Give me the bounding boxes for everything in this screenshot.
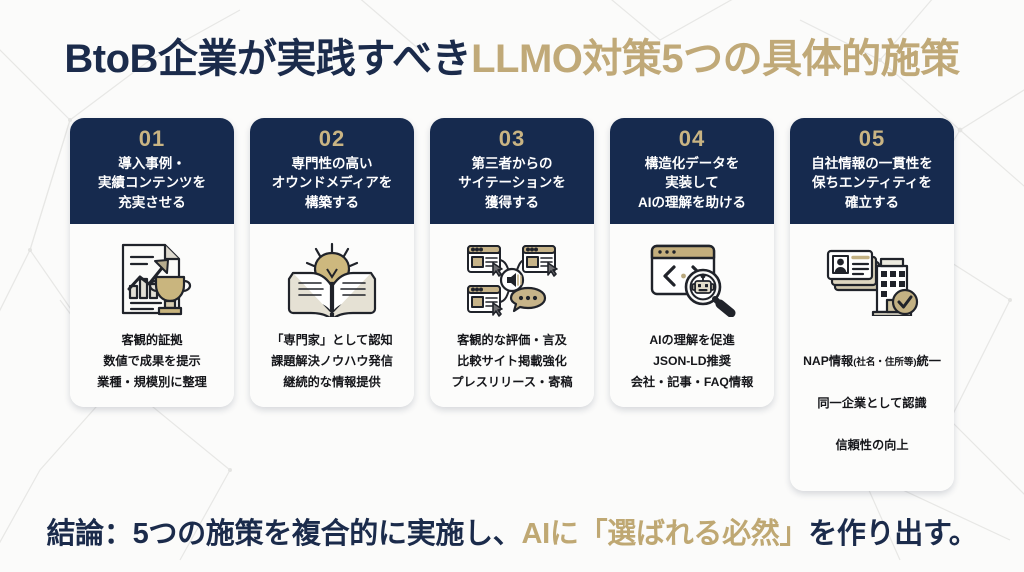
id-cards-building-check-icon <box>825 236 919 322</box>
card-01-body: 客観的証拠 数値で成果を提示 業種・規模別に整理 <box>70 223 234 407</box>
card-05-header: 05 自社情報の一貫性を 保ちエンティティを 確立する <box>790 118 954 224</box>
card-04-header: 04 構造化データを 実装して AIの理解を助ける <box>610 118 774 224</box>
card-row: 01 導入事例・ 実績コンテンツを 充実させる <box>0 118 1024 491</box>
card-05-line-1-note: (社名・住所等) <box>853 356 917 368</box>
card-05-line-1-main: NAP情報 <box>803 353 854 368</box>
card-01-header: 01 導入事例・ 実績コンテンツを 充実させる <box>70 118 234 224</box>
card-01-number: 01 <box>138 126 166 151</box>
card-04-title: 構造化データを 実装して AIの理解を助ける <box>638 156 746 210</box>
card-05-line-1: NAP情報(社名・住所等)統一 <box>803 351 941 372</box>
conclusion-text-part3: を作り出す。 <box>808 518 978 551</box>
card-05[interactable]: 05 自社情報の一貫性を 保ちエンティティを 確立する <box>790 118 954 491</box>
card-05-line-1-tail: 統一 <box>916 353 941 368</box>
card-03[interactable]: 03 第三者からの サイテーションを 獲得する <box>430 118 594 407</box>
card-04-number: 04 <box>678 126 706 151</box>
card-03-number: 03 <box>498 126 526 151</box>
card-05-number: 05 <box>858 126 886 151</box>
card-02-header: 02 専門性の高い オウンドメディアを 構築する <box>250 118 414 224</box>
card-05-line-2: 同一企業として認識 <box>817 395 927 410</box>
card-04[interactable]: 04 構造化データを 実装して AIの理解を助ける <box>610 118 774 407</box>
code-window-robot-magnifier-icon <box>646 236 738 322</box>
conclusion-banner: 結論：5つの施策を複合的に実施し、AIに「選ばれる必然」を作り出す。 <box>0 491 1024 572</box>
card-02-title: 専門性の高い オウンドメディアを 構築する <box>271 156 393 210</box>
card-02[interactable]: 02 専門性の高い オウンドメディアを 構築する <box>250 118 414 407</box>
card-05-line-3: 信頼性の向上 <box>835 437 909 452</box>
card-01-title: 導入事例・ 実績コンテンツを 充実させる <box>98 156 206 210</box>
page-title: BtoB企業が実践すべきLLMO対策5つの具体的施策 <box>0 0 1024 118</box>
card-02-number: 02 <box>318 126 346 151</box>
card-02-body: 「専門家」として認知 課題解決ノウハウ発信 継続的な情報提供 <box>250 223 414 407</box>
card-03-title: 第三者からの サイテーションを 獲得する <box>458 156 566 210</box>
card-05-body: NAP情報(社名・住所等)統一 同一企業として認識 信頼性の向上 <box>790 223 954 491</box>
linked-websites-megaphone-icon <box>465 236 559 322</box>
card-01[interactable]: 01 導入事例・ 実績コンテンツを 充実させる <box>70 118 234 407</box>
conclusion-text-part1: 結論：5つの施策を複合的に実施し、 <box>46 518 522 551</box>
document-chart-trophy-icon <box>109 236 195 322</box>
card-03-lines: 客観的な評価・言及 比較サイト掲載強化 プレスリリース・寄稿 <box>451 332 573 389</box>
title-accent-text: LLMO対策5つの具体的施策 <box>471 37 960 81</box>
open-book-lightbulb-icon <box>287 236 377 322</box>
card-04-body: AIの理解を促進 JSON-LD推奨 会社・記事・FAQ情報 <box>610 223 774 407</box>
title-primary-text: BtoB企業が実践すべき <box>64 37 472 81</box>
card-03-header: 03 第三者からの サイテーションを 獲得する <box>430 118 594 224</box>
card-02-lines: 「専門家」として認知 課題解決ノウハウ発信 継続的な情報提供 <box>271 332 393 389</box>
card-05-lines: NAP情報(社名・住所等)統一 同一企業として認識 信頼性の向上 <box>803 330 941 477</box>
card-03-body: 客観的な評価・言及 比較サイト掲載強化 プレスリリース・寄稿 <box>430 223 594 407</box>
card-01-lines: 客観的証拠 数値で成果を提示 業種・規模別に整理 <box>97 332 207 389</box>
card-04-lines: AIの理解を促進 JSON-LD推奨 会社・記事・FAQ情報 <box>630 332 754 389</box>
card-05-title: 自社情報の一貫性を 保ちエンティティを 確立する <box>811 156 933 210</box>
conclusion-text-accent: AIに「選ばれる必然」 <box>521 518 809 551</box>
